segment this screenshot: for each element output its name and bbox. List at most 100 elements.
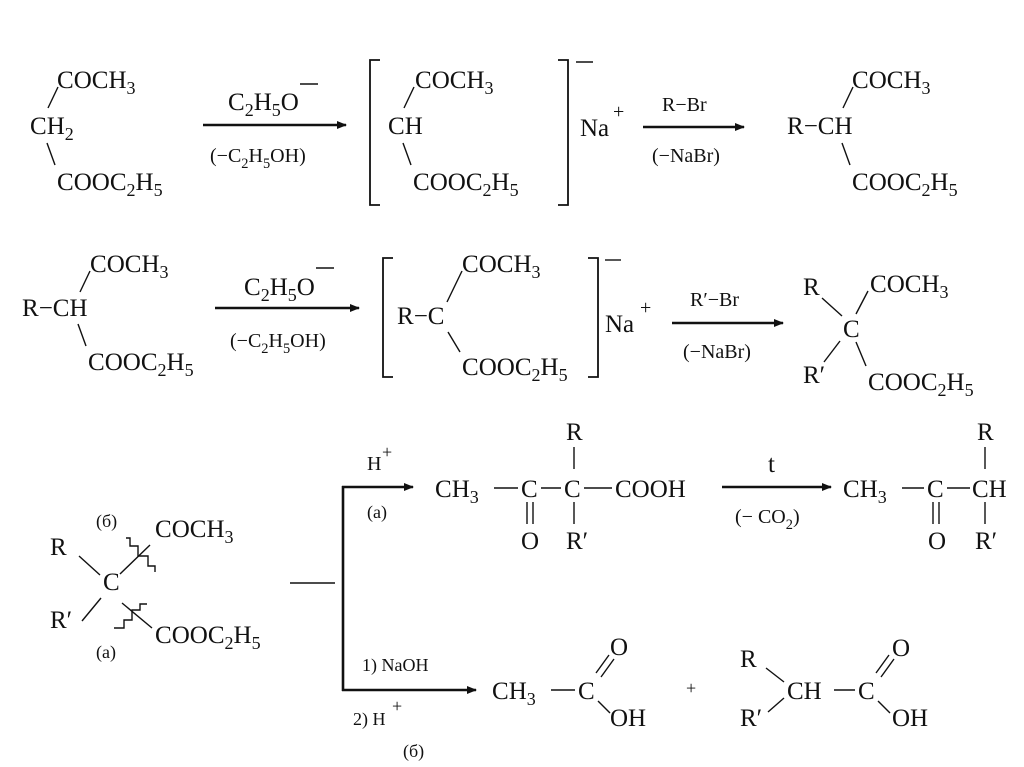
formula: COOC2H5 bbox=[413, 169, 519, 200]
cleavage-label-a: (a) bbox=[96, 642, 116, 663]
atom: C bbox=[858, 678, 875, 705]
formula: COOC2H5 bbox=[852, 169, 958, 200]
step-1: 1) NaOH bbox=[362, 655, 428, 676]
byproduct: (−NaBr) bbox=[652, 145, 720, 167]
r3-path-b: 1) NaOH 2) H + (б) CH3 C O OH + R CH C O… bbox=[353, 634, 928, 762]
formula: C bbox=[103, 569, 120, 596]
path-label: (б) bbox=[403, 741, 424, 762]
bond bbox=[446, 270, 463, 303]
counterion: Na bbox=[605, 311, 634, 338]
substituent: R′ bbox=[740, 705, 762, 732]
r2-arrow1: C2H5O (−C2H5OH) bbox=[215, 267, 360, 357]
substituent: R bbox=[740, 646, 757, 673]
bond bbox=[81, 597, 102, 622]
byproduct: (−NaBr) bbox=[683, 341, 751, 363]
bond bbox=[855, 290, 869, 315]
bond bbox=[77, 323, 87, 347]
substituent: R′ bbox=[50, 607, 72, 634]
double-bond bbox=[600, 658, 615, 678]
double-bond bbox=[875, 654, 890, 674]
substituent: R bbox=[977, 419, 994, 446]
bond bbox=[78, 555, 101, 576]
bond bbox=[447, 331, 461, 353]
bond bbox=[821, 297, 843, 317]
bond bbox=[823, 340, 841, 363]
formula: COOC2H5 bbox=[88, 349, 194, 380]
formula: C bbox=[843, 316, 860, 343]
plus-charge: + bbox=[382, 442, 392, 462]
substituent: R bbox=[566, 419, 583, 446]
r2-product: R COCH3 C R′ COOC2H5 bbox=[803, 271, 974, 400]
bond bbox=[877, 700, 891, 714]
formula: OH bbox=[610, 705, 646, 732]
atom: O bbox=[892, 635, 910, 662]
bond bbox=[79, 270, 91, 293]
r1-intermediate: COCH3 CH COOC2H5 Na + bbox=[369, 59, 624, 206]
atom: C bbox=[578, 678, 595, 705]
plus-charge: + bbox=[613, 101, 624, 123]
formula: CH bbox=[388, 113, 423, 140]
formula: CH2 bbox=[30, 113, 74, 144]
formula: CH bbox=[972, 476, 1007, 503]
reagent: C2H5O bbox=[244, 274, 315, 305]
formula: COOC2H5 bbox=[155, 622, 261, 653]
atom: O bbox=[928, 528, 946, 555]
substituent: R′ bbox=[803, 362, 825, 389]
bond bbox=[855, 341, 867, 367]
bracket-right bbox=[588, 257, 599, 378]
formula: CH3 bbox=[492, 678, 536, 709]
r3-path-a: H + (a) CH3 C C COOH R O R′ t (− CO2) CH… bbox=[367, 419, 1007, 555]
bond bbox=[47, 86, 59, 109]
plus-charge: + bbox=[392, 696, 402, 716]
bond bbox=[842, 86, 854, 109]
substituent: R′ bbox=[566, 528, 588, 555]
formula: COCH3 bbox=[415, 67, 494, 98]
bond bbox=[402, 142, 412, 166]
formula: COOH bbox=[615, 476, 686, 503]
r1-reactant: COCH3 CH2 COOC2H5 bbox=[30, 67, 163, 200]
heat-label: t bbox=[768, 451, 775, 478]
byproduct: (−C2H5OH) bbox=[230, 330, 326, 357]
r1-arrow2: R−Br (−NaBr) bbox=[643, 94, 745, 167]
atom: C bbox=[564, 476, 581, 503]
formula: COCH3 bbox=[462, 251, 541, 282]
byproduct: (−C2H5OH) bbox=[210, 145, 306, 172]
reagent: C2H5O bbox=[228, 89, 299, 120]
double-bond bbox=[595, 654, 610, 674]
formula: CH3 bbox=[435, 476, 479, 507]
atom: O bbox=[521, 528, 539, 555]
double-bond bbox=[880, 658, 895, 678]
formula: COCH3 bbox=[870, 271, 949, 302]
formula: CH3 bbox=[843, 476, 887, 507]
bond bbox=[765, 667, 785, 683]
r1-arrow1: C2H5O (−C2H5OH) bbox=[203, 83, 347, 172]
formula: COCH3 bbox=[90, 251, 169, 282]
r2-arrow2: R′−Br (−NaBr) bbox=[672, 289, 784, 363]
step-2: 2) H bbox=[353, 709, 386, 730]
formula: COCH3 bbox=[852, 67, 931, 98]
r2-intermediate: COCH3 R−C COOC2H5 Na + bbox=[382, 251, 651, 385]
counterion: Na bbox=[580, 115, 609, 142]
bond bbox=[121, 602, 153, 629]
bond bbox=[403, 86, 415, 109]
formula: COOC2H5 bbox=[462, 354, 568, 385]
cleavage-mark-b bbox=[126, 537, 156, 572]
formula: CH bbox=[787, 678, 822, 705]
formula: R−CH bbox=[22, 295, 88, 322]
formula: OH bbox=[892, 705, 928, 732]
r1-product: COCH3 R−CH COOC2H5 bbox=[787, 67, 958, 200]
substituent: R bbox=[803, 274, 820, 301]
byproduct: (− CO2) bbox=[735, 506, 800, 533]
bond bbox=[119, 544, 151, 575]
bond bbox=[597, 700, 611, 714]
formula: COOC2H5 bbox=[868, 369, 974, 400]
substituent: R bbox=[50, 534, 67, 561]
cleavage-label-b: (б) bbox=[96, 511, 117, 532]
reagent: R′−Br bbox=[690, 289, 739, 311]
bond bbox=[841, 142, 851, 166]
path-label: (a) bbox=[367, 502, 387, 523]
plus-sign: + bbox=[686, 678, 696, 698]
cleavage-mark-a bbox=[114, 603, 147, 629]
formula: R−CH bbox=[787, 113, 853, 140]
